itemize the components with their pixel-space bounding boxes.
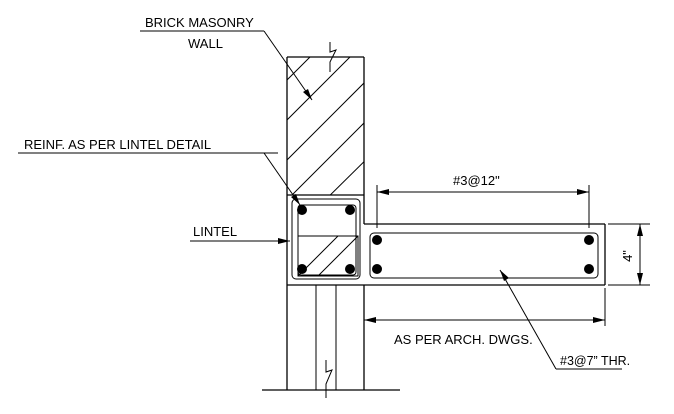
dimension-arch [364, 288, 606, 326]
slab-reinforcement-outline [369, 232, 599, 279]
brick-wall [286, 42, 365, 195]
dimension-thickness [608, 223, 650, 286]
rebar-dot [584, 235, 594, 245]
wall-break-line [329, 42, 337, 72]
lower-wall [262, 285, 400, 398]
stirrup-outline [291, 198, 361, 280]
rebar-dot [584, 264, 594, 274]
brick-masonry-label: BRICK MASONRY [145, 15, 254, 30]
lintel-outline [286, 194, 606, 286]
wall-hatch [287, 57, 364, 195]
rebar-dots [297, 205, 594, 274]
lower-break-line [325, 360, 333, 398]
reinf-label: REINF. AS PER LINTEL DETAIL [24, 137, 211, 152]
thru-bars-label: #3@7” THR. [560, 354, 630, 368]
dimension-bar-spacing [376, 185, 590, 228]
thickness-label: 4" [620, 250, 635, 262]
rebar-dot [345, 264, 355, 274]
leader-thru-bars [499, 269, 622, 370]
rebar-dot [345, 205, 355, 215]
leader-brick-masonry [140, 30, 313, 101]
lintel-label: LINTEL [193, 224, 237, 239]
rebar-dot [372, 264, 382, 274]
rebar-dot [297, 264, 307, 274]
bar-spacing-label: #3@12" [453, 173, 500, 188]
wall-label: WALL [188, 36, 223, 51]
leader-reinf [18, 152, 301, 206]
rebar-dot [372, 235, 382, 245]
rebar-dot [297, 205, 307, 215]
arch-label: AS PER ARCH. DWGS. [394, 332, 533, 347]
leader-lintel [190, 238, 290, 244]
